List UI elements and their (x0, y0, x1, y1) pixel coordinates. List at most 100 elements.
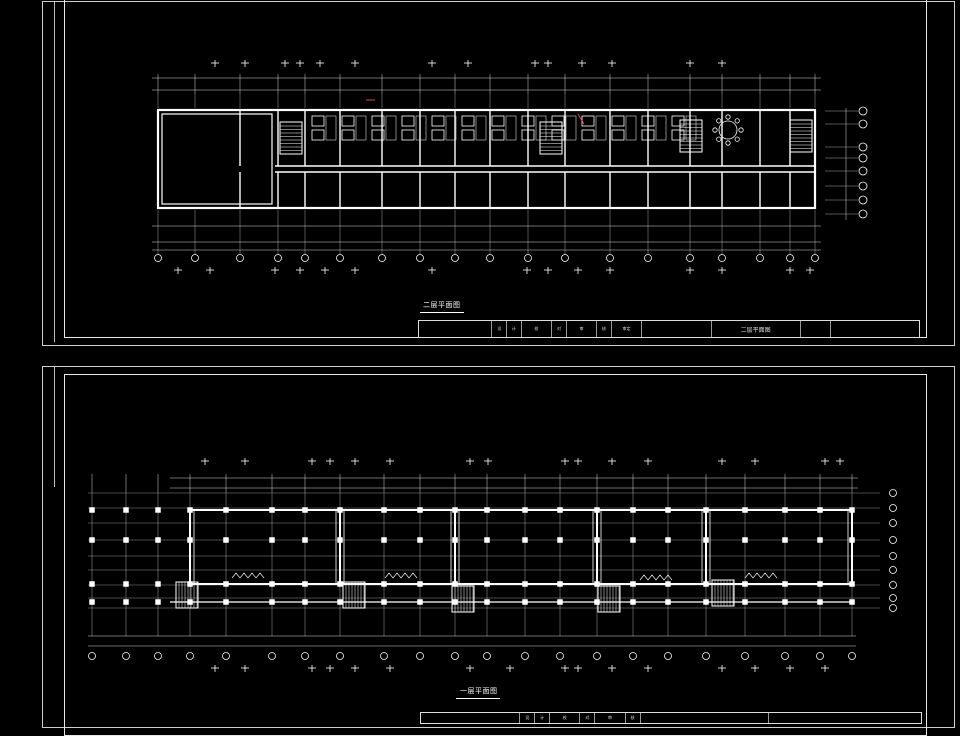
fixture (311, 129, 325, 141)
title-block-drawing-name: 二层平面图 (712, 321, 801, 337)
fixture (431, 129, 445, 141)
column (302, 507, 308, 513)
axis-bubble (858, 181, 868, 191)
title-cell: 审定 (612, 321, 643, 337)
stair (789, 119, 813, 153)
column (782, 581, 788, 587)
column (742, 507, 748, 513)
column (417, 537, 423, 543)
floor-plan-upper (152, 60, 868, 274)
column (665, 507, 671, 513)
fixture (581, 129, 595, 141)
column (123, 581, 129, 587)
round-table (718, 120, 738, 140)
column (223, 537, 229, 543)
fixture (611, 115, 625, 127)
axis-bubble (593, 652, 601, 660)
column (269, 581, 275, 587)
axis-bubble (858, 153, 868, 163)
column (522, 581, 528, 587)
axis-bubble (268, 652, 276, 660)
chair (716, 136, 722, 142)
drawing-sheet-upper (42, 1, 955, 346)
axis-bubble (889, 552, 897, 560)
fixture (325, 115, 337, 141)
column (742, 537, 748, 543)
column (417, 581, 423, 587)
column (665, 581, 671, 587)
floor-plan-lower (88, 458, 897, 672)
fixture (505, 115, 517, 141)
title-cell: 计 (535, 713, 550, 723)
fixture (611, 129, 625, 141)
axis-bubble (336, 254, 344, 262)
axis-bubble (416, 254, 424, 262)
zigzag-mark (744, 572, 778, 579)
fixture (491, 115, 505, 127)
axis-bubble (889, 536, 897, 544)
fixture (401, 115, 415, 127)
axis-bubble (606, 254, 614, 262)
column (594, 537, 600, 543)
column (417, 507, 423, 513)
axis-bubble (556, 652, 564, 660)
column (484, 581, 490, 587)
column (782, 537, 788, 543)
axis-bubble (416, 652, 424, 660)
axis-bubble (781, 652, 789, 660)
column (381, 507, 387, 513)
column (89, 599, 95, 605)
column (302, 581, 308, 587)
axis-bubble (629, 652, 637, 660)
column (782, 507, 788, 513)
axis-bubble (858, 166, 868, 176)
column (337, 581, 343, 587)
axis-bubble (451, 652, 459, 660)
zigzag-mark (384, 572, 418, 579)
stair (597, 585, 621, 613)
axis-bubble (154, 652, 162, 660)
column (381, 581, 387, 587)
axis-bubble (741, 652, 749, 660)
title-cell: 设 (492, 321, 508, 337)
column (703, 581, 709, 587)
fixture (491, 129, 505, 141)
column (187, 507, 193, 513)
fixture (671, 115, 685, 127)
axis-bubble (524, 254, 532, 262)
axis-bubble (811, 254, 819, 262)
title-cell: 对 (552, 321, 567, 337)
column (89, 507, 95, 513)
axis-bubble (154, 254, 162, 262)
axis-bubble (786, 254, 794, 262)
fixture (415, 115, 427, 141)
column (703, 537, 709, 543)
title-cell: 审 (595, 713, 626, 723)
building-wing (454, 509, 598, 585)
axis-bubble (191, 254, 199, 262)
column (269, 537, 275, 543)
plan-title-underline-upper (420, 312, 464, 313)
column (849, 537, 855, 543)
stair (679, 119, 703, 153)
building-wing (596, 509, 707, 585)
stair (279, 121, 303, 155)
chair (734, 136, 740, 142)
axis-bubble (889, 581, 897, 589)
column (187, 537, 193, 543)
axis-bubble (889, 566, 897, 574)
column (123, 599, 129, 605)
fixture (371, 115, 385, 127)
column (594, 507, 600, 513)
floor-plan-drawings (88, 60, 897, 672)
axis-bubble (848, 652, 856, 660)
column (630, 581, 636, 587)
column (849, 581, 855, 587)
column (484, 537, 490, 543)
axis-bubble (88, 652, 96, 660)
axis-bubble (301, 652, 309, 660)
fixture (671, 129, 685, 141)
chair (712, 127, 718, 133)
plan-title-underline-lower (456, 698, 500, 699)
column (452, 537, 458, 543)
